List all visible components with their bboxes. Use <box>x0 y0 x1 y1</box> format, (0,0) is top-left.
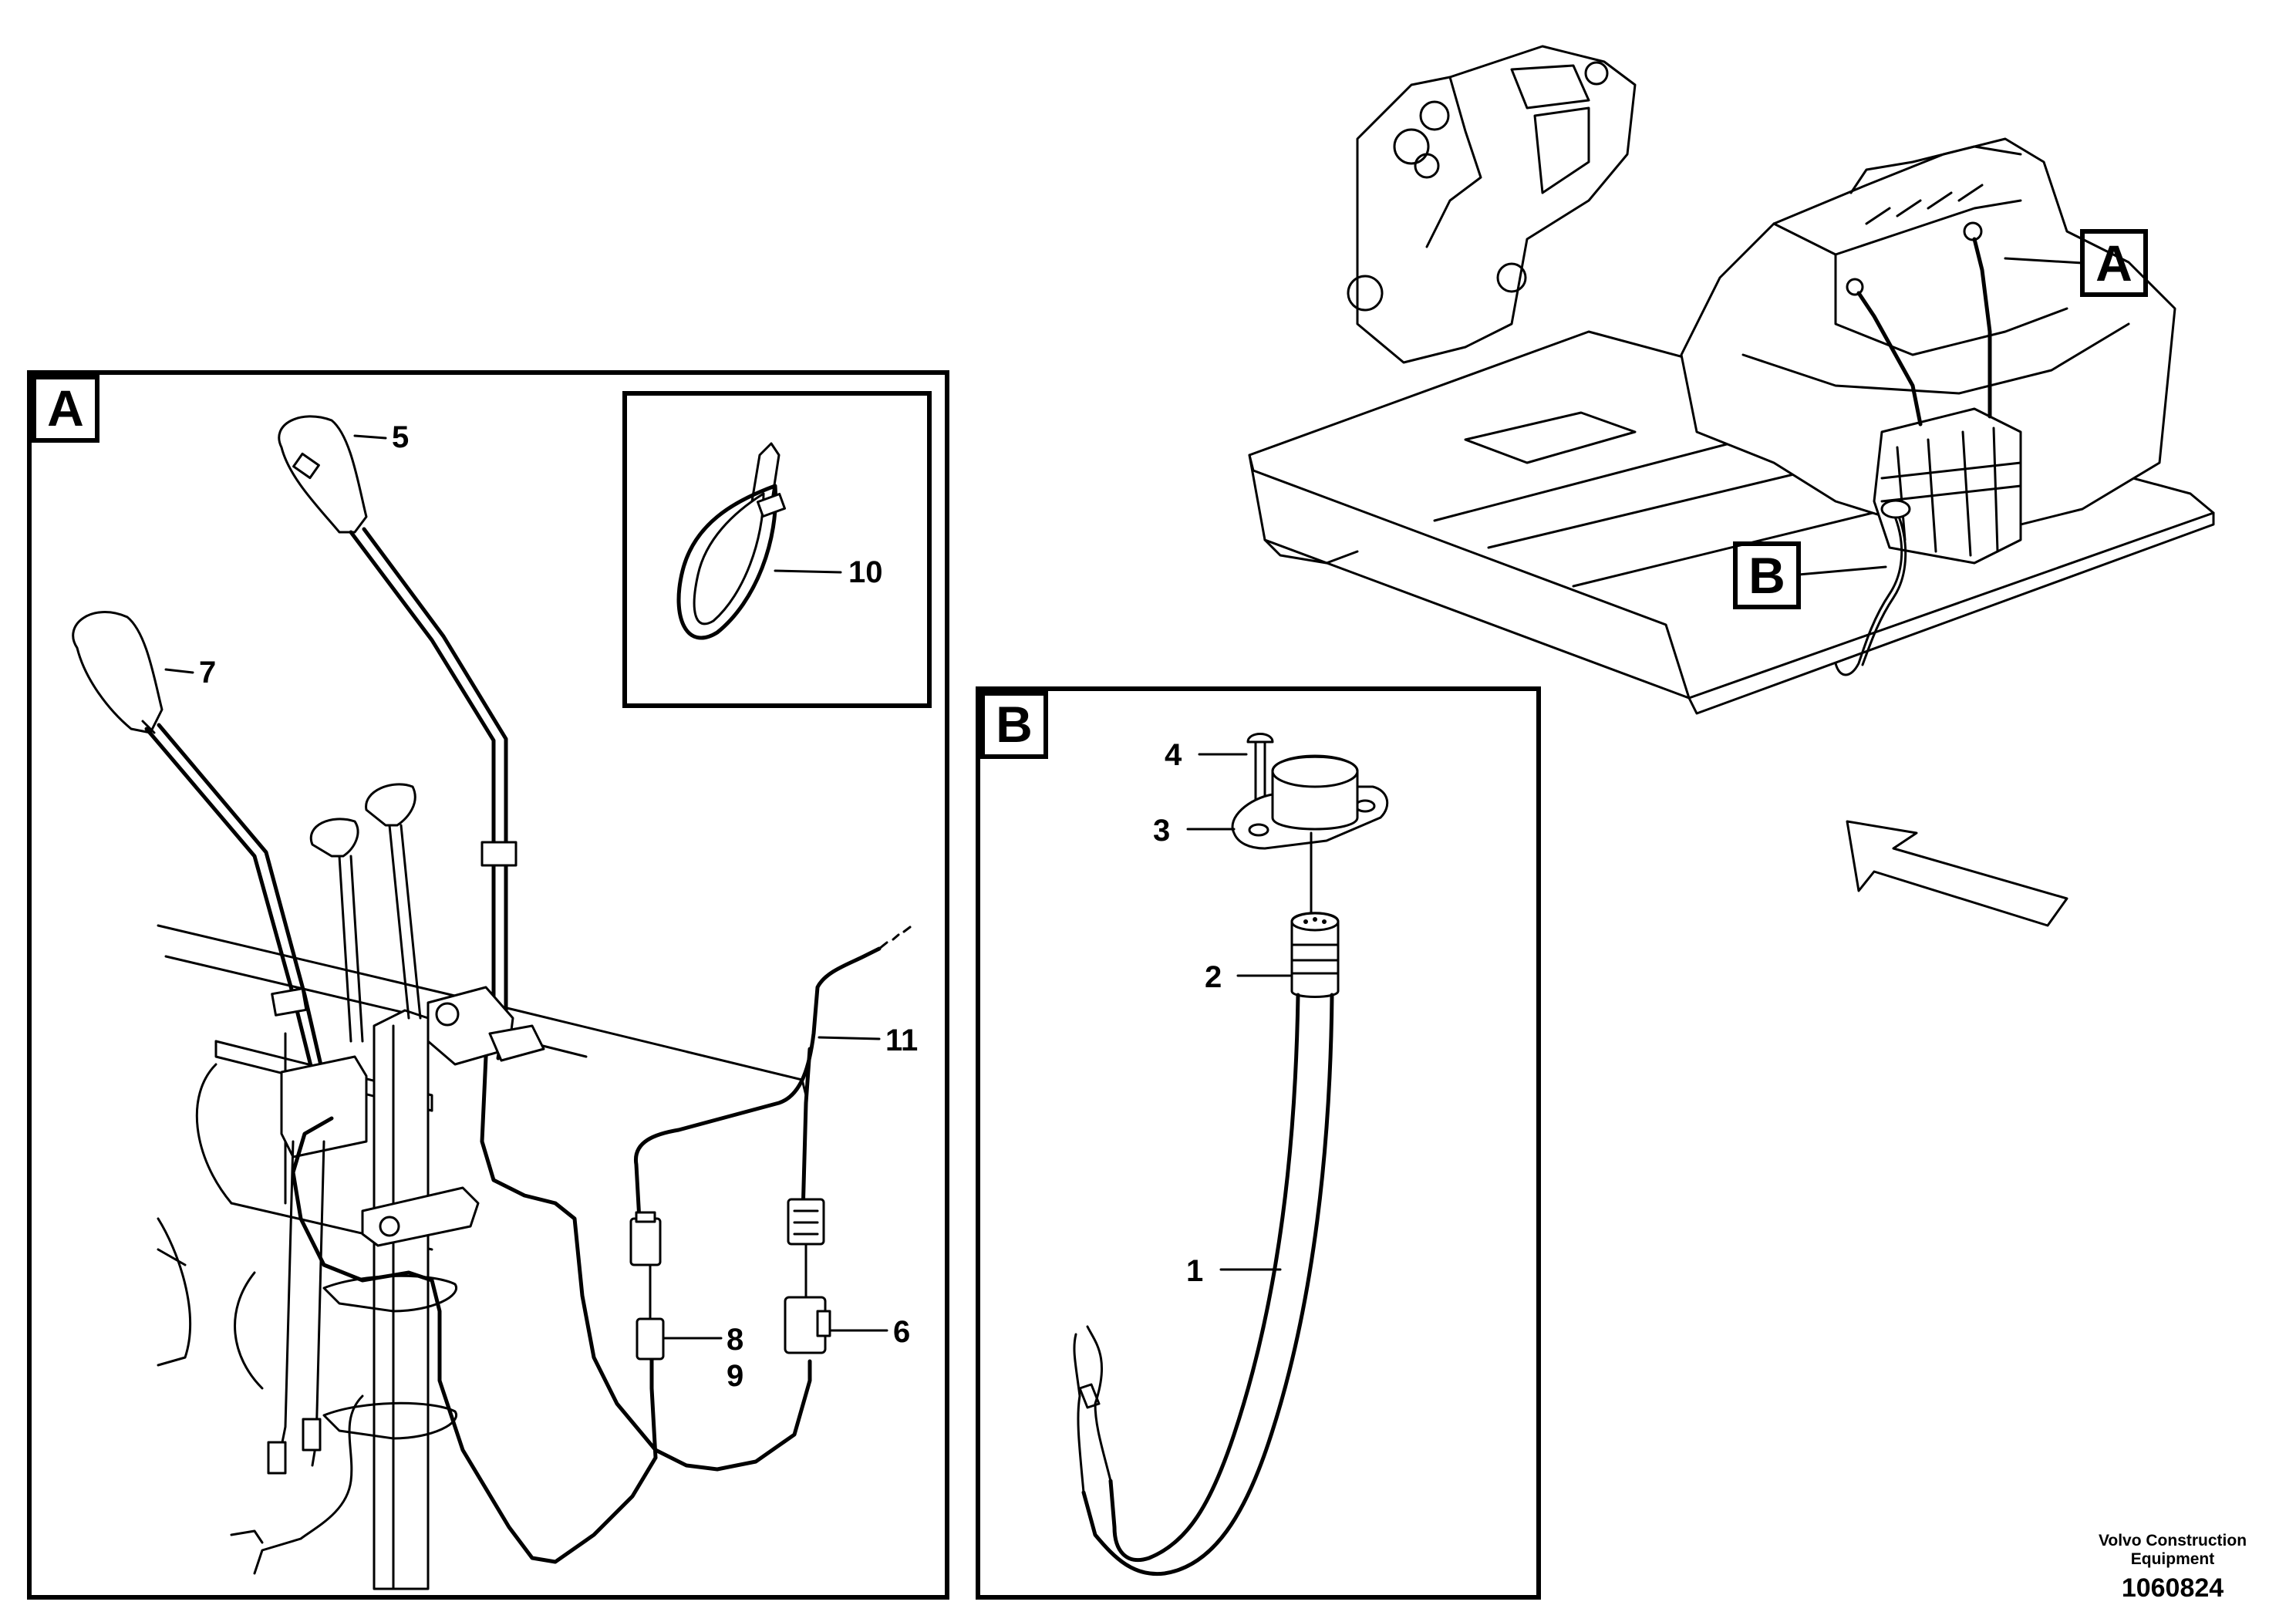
callout-3: 3 <box>1153 814 1170 848</box>
brand-line-1: Volvo Construction <box>2099 1532 2247 1549</box>
panel-b-letter: B <box>996 696 1033 753</box>
inset-cable-tie: 10 <box>622 391 932 708</box>
callout-10: 10 <box>848 555 883 589</box>
document-number: 1060824 <box>2122 1573 2224 1603</box>
callout-8: 8 <box>727 1323 743 1357</box>
panel-a-letter: A <box>47 379 84 437</box>
overview-tag-b: B <box>1748 547 1785 604</box>
callout-6: 6 <box>893 1315 910 1349</box>
view-direction-arrow <box>1846 820 2068 927</box>
callout-2: 2 <box>1205 960 1222 994</box>
brand-line-2: Equipment <box>2131 1550 2215 1568</box>
panel-a-lever-harness: A 10 7 <box>27 370 949 1600</box>
callout-7: 7 <box>199 656 216 690</box>
cab-floor-overview: A B <box>1248 45 2215 715</box>
overview-tag-a: A <box>2095 234 2132 292</box>
callout-5: 5 <box>392 420 409 454</box>
callout-4: 4 <box>1165 738 1182 772</box>
callout-11: 11 <box>885 1023 918 1057</box>
panel-b-socket: B 4 3 2 1 <box>976 686 1541 1600</box>
callout-9: 9 <box>727 1359 743 1393</box>
callout-1: 1 <box>1186 1254 1203 1288</box>
